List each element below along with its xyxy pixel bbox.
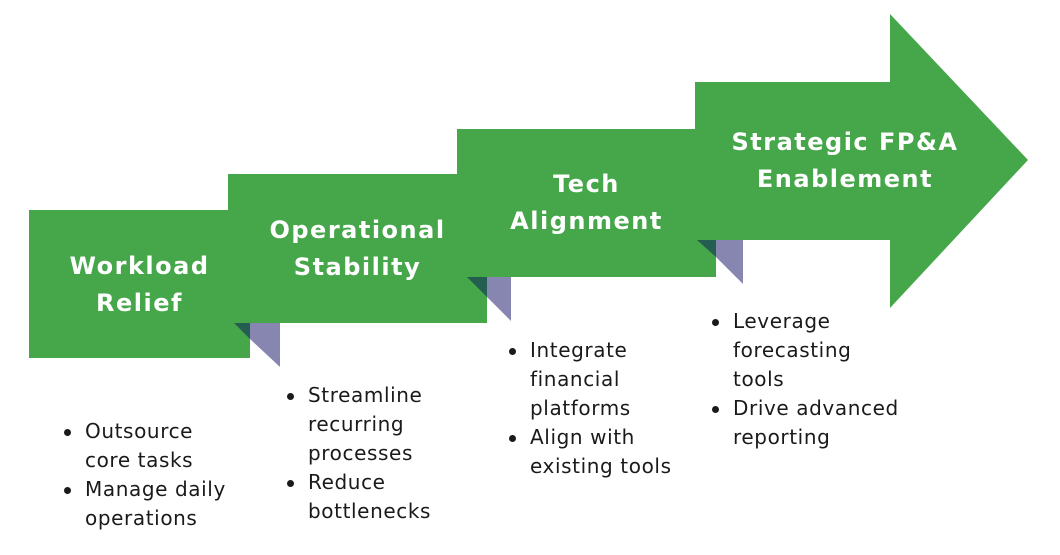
step-2-block	[228, 174, 487, 323]
step-2-bullets: Streamline recurring processes Reduce bo…	[283, 381, 458, 526]
step-3-fold-dark	[697, 240, 716, 257]
bullet-item: Manage daily operations	[60, 475, 235, 533]
step-3-title-line2: Alignment	[510, 207, 663, 235]
step-4-title-line1: Strategic FP&A	[731, 128, 959, 156]
step-3-title: Tech Alignment	[457, 166, 716, 240]
step-1-bullets: Outsource core tasks Manage daily operat…	[60, 417, 235, 533]
bullet-item: Integrate financial platforms	[505, 336, 695, 423]
step-2-fold-purple	[487, 277, 511, 321]
bullet-item: Align with existing tools	[505, 423, 695, 481]
step-1-block	[29, 210, 250, 358]
step-1-fold-purple	[250, 323, 280, 367]
step-2-fold-dark	[467, 277, 487, 297]
bullet-item: Outsource core tasks	[60, 417, 235, 475]
step-1-title: Workload Relief	[29, 248, 250, 322]
step-4-title: Strategic FP&A Enablement	[700, 124, 990, 198]
bullet-item: Leverage forecasting tools	[708, 307, 903, 394]
step-3-block	[457, 129, 716, 277]
step-4-arrow	[695, 14, 1028, 308]
step-2-title-line2: Stability	[293, 253, 422, 281]
step-4-bullets: Leverage forecasting tools Drive advance…	[708, 307, 903, 452]
step-2-title: Operational Stability	[228, 212, 487, 286]
bullet-item: Reduce bottlenecks	[283, 468, 458, 526]
step-1-title-line2: Relief	[96, 289, 183, 317]
step-1-fold-dark	[234, 323, 250, 339]
step-3-bullets: Integrate financial platforms Align with…	[505, 336, 695, 481]
step-4-title-line2: Enablement	[756, 165, 934, 193]
step-2-title-line1: Operational	[269, 216, 446, 244]
bullet-item: Drive advanced reporting	[708, 394, 903, 452]
step-3-fold-purple	[716, 240, 743, 284]
step-3-title-line1: Tech	[553, 170, 620, 198]
step-1-title-line1: Workload	[69, 252, 210, 280]
bullet-item: Streamline recurring processes	[283, 381, 458, 468]
